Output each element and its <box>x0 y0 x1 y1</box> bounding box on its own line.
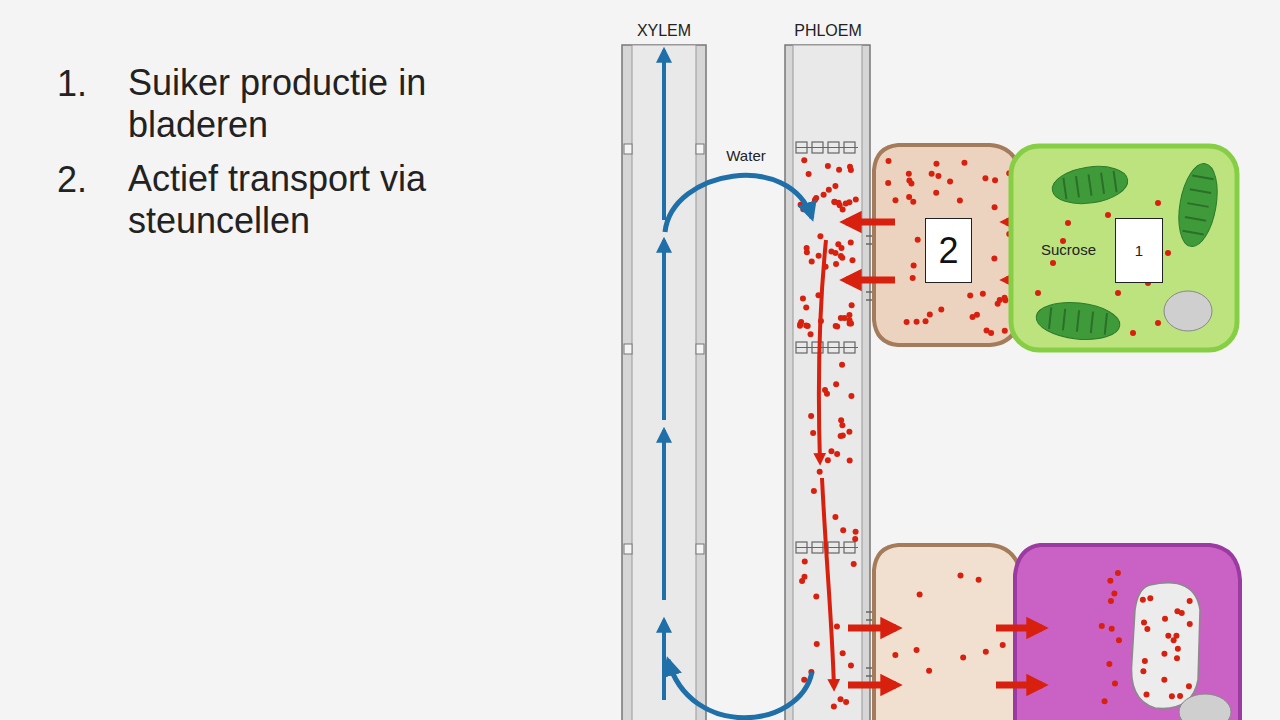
sink-cell <box>1015 545 1240 720</box>
list-number: 2. <box>57 158 87 201</box>
leaf-cell: Sucrose 1 <box>1008 143 1240 353</box>
phloem-tube <box>785 45 878 720</box>
callout-box: 1 <box>1115 218 1163 283</box>
substance-label: Sucrose <box>1041 242 1096 257</box>
sap-flow-arrow <box>822 478 834 688</box>
tube-label: XYLEM <box>637 21 691 40</box>
nucleus <box>1179 694 1231 720</box>
callout-number: 1 <box>1135 243 1143 258</box>
companion-cell <box>874 145 1022 345</box>
xylem-tube <box>622 45 706 720</box>
companion-cell <box>874 545 1022 720</box>
list-item-text: Actief transport via steuncellen <box>128 158 508 242</box>
callout-box: 2 <box>925 218 972 283</box>
vacuole <box>1131 583 1200 709</box>
sucrose-dots <box>797 157 1193 709</box>
flow-label: Water <box>724 147 767 165</box>
water-arrow <box>665 175 812 232</box>
list-item-text: Suiker productie in bladeren <box>128 62 508 146</box>
tube-label: PHLOEM <box>794 21 862 40</box>
callout-number: 2 <box>938 233 958 269</box>
sap-flow-arrow <box>819 240 826 462</box>
water-arrow <box>668 660 812 718</box>
list-number: 1. <box>57 62 87 105</box>
